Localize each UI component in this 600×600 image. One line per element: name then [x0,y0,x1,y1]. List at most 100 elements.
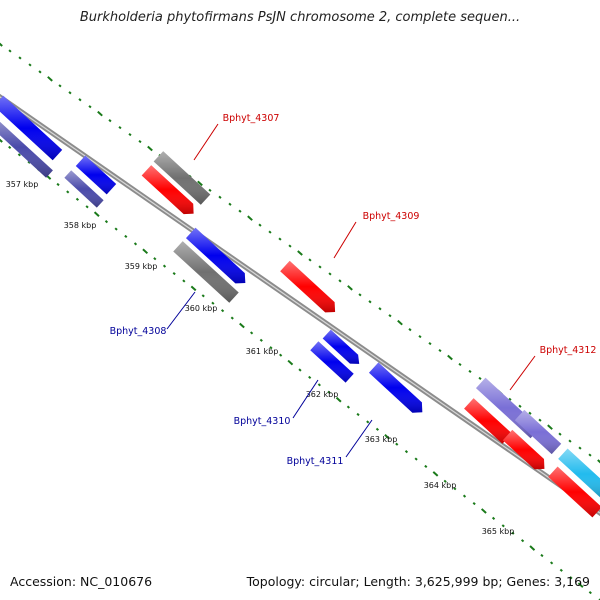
inner-tick-mark [520,539,525,543]
accession-text: Accession: NC_010676 [10,574,153,589]
inner-tick-mark [356,412,360,417]
inner-tick-mark [472,501,476,506]
outer-tick-mark [47,76,53,82]
gene-arrow-blue-shading [186,227,246,284]
outer-tick-mark [28,63,32,67]
outer-tick-mark [258,223,262,227]
gene-arrow-lavender-shading [514,409,562,455]
kbp-label: 359 kbp [125,262,158,271]
inner-tick-mark [162,264,167,268]
outer-tick-mark [547,424,553,430]
kbp-label: 362 kbp [306,390,339,399]
inner-tick-mark [17,153,21,157]
gene-features [0,95,600,518]
outer-tick-mark [97,110,103,117]
outer-tick-mark [478,376,482,380]
inner-tick-mark [375,427,380,431]
inner-tick-mark [308,375,312,380]
gene-arrow-bphyt-4307-gray-shading [153,151,211,205]
inner-tick-mark [443,479,447,483]
outer-tick-mark [358,293,362,297]
inner-tick-mark [124,234,128,239]
inner-tick-mark [85,205,89,209]
inner-tick-mark [529,545,536,551]
gene-arrow-navy-shading [0,121,53,178]
kbp-label: 358 kbp [64,221,97,230]
gene-arrow-bphyt-4312-red-shading [464,398,512,444]
inner-tick-mark [27,160,31,164]
gene-label[interactable]: Bphyt_4311 [287,456,344,467]
outer-tick-mark [128,132,132,137]
outer-tick-mark [78,98,82,102]
inner-tick-mark [142,248,149,255]
outer-tick-mark [558,432,562,436]
outer-tick-mark [118,126,122,130]
inner-tick-mark [287,359,294,366]
inner-tick-mark [239,322,245,329]
outer-tick-mark [468,369,472,374]
inner-tick-mark [462,494,467,498]
outer-tick-mark [347,285,353,291]
callout-leader-line [292,379,319,419]
gene-arrow-striped-shading [64,170,104,208]
inner-tick-mark [269,346,273,350]
inner-tick-mark [75,197,80,201]
inner-tick-mark [279,353,283,357]
inner-tick-mark [491,516,496,520]
gene-label[interactable]: Bphyt_4309 [363,211,420,222]
gene-arrow-bphyt-4308-shading [173,241,239,303]
outer-tick-mark [247,215,253,221]
outer-tick-mark [318,265,322,269]
outer-tick-mark [508,397,512,401]
outer-tick-mark [458,362,462,367]
inner-tick-mark [511,531,515,535]
outer-tick-mark [397,319,403,326]
inner-tick-mark [327,390,331,394]
callout-leader-line [333,221,357,259]
inner-tick-mark [550,561,554,565]
gene-label[interactable]: Bphyt_4312 [540,345,597,356]
inner-tick-mark [0,138,3,143]
outer-tick-mark [218,195,222,199]
inner-tick-mark [220,309,225,313]
gene-arrow-bphyt-4307-shading [141,165,194,215]
outer-tick-mark [447,354,453,361]
gene-arrow-bphyt-4309-shading [280,260,336,313]
inner-tick-mark [66,190,70,194]
gene-arrow-cyan-shading [558,448,600,498]
inner-tick-mark [404,450,409,454]
callout-leader-line [166,291,196,330]
kbp-label: 365 kbp [482,527,515,536]
outer-tick-mark [538,418,542,422]
outer-tick-mark [418,335,422,339]
inner-tick-mark [182,279,186,283]
inner-tick-mark [190,285,197,292]
chromosome-backbone [0,93,600,517]
gene-label[interactable]: Bphyt_4308 [110,326,167,337]
outer-tick-mark [528,411,532,415]
inner-tick-mark [298,368,302,372]
outer-tick-mark [268,230,272,234]
outer-tick-mark [208,188,212,192]
outer-tick-mark [108,119,112,123]
outer-tick-mark [438,348,442,353]
gene-label[interactable]: Bphyt_4307 [223,113,280,124]
gene-label[interactable]: Bphyt_4310 [234,416,291,427]
inner-tick-mark [172,271,176,276]
inner-tick-mark [56,182,60,187]
gene-arrow-bphyt-4311-shading [369,362,423,413]
inner-tick-mark [8,145,12,150]
outer-tick-mark [138,139,142,144]
callout-leader-line [509,355,536,391]
inner-tick-mark [588,590,592,595]
inner-tick-mark [104,220,109,224]
outer-tick-track [0,42,600,464]
inner-tick-mark [153,257,157,261]
outer-tick-mark [228,202,232,206]
outer-tick-mark [338,279,342,283]
outer-tick-mark [18,56,22,60]
outer-tick-mark [197,180,203,187]
outer-tick-mark [578,446,582,450]
